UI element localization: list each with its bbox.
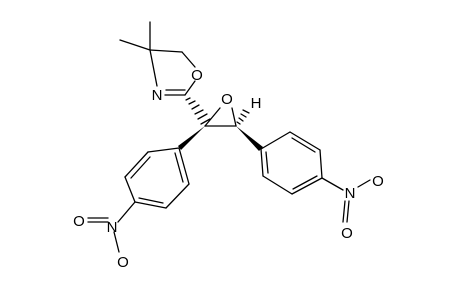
right-nitrophenyl [260, 131, 371, 223]
wedge-bond-left-aryl [178, 126, 205, 150]
hashed-bond-oxazoline [185, 97, 211, 125]
bond-o1-c2 [184, 80, 196, 96]
epoxide-ring [178, 97, 263, 151]
atom-epoxide-h: H [251, 95, 262, 112]
atom-right-nitro-o-top: O [372, 173, 384, 190]
bond-n3-c4 [149, 49, 158, 87]
atom-right-nitro-n: N [345, 185, 356, 202]
atom-oxazoline-n: N [152, 87, 163, 104]
bond-c5-o1 [181, 51, 196, 68]
atom-left-nitro-n: N [107, 219, 118, 236]
atom-oxazoline-o: O [191, 67, 203, 84]
bond-c4-c5 [149, 49, 183, 53]
bond-ca-oep [204, 107, 221, 127]
left-nitrophenyl [87, 147, 190, 253]
atom-left-nitro-o-bottom: O [117, 254, 129, 271]
bond-methyl-1 [119, 39, 151, 51]
atom-labels: O N O H N O O N O O [73, 67, 384, 271]
oxazoline-ring [119, 21, 196, 96]
atom-epoxide-o: O [221, 91, 233, 108]
atom-right-nitro-o-bottom: O [341, 225, 353, 242]
bond-oep-cb [231, 107, 237, 127]
wedge-bond-right-aryl [236, 126, 263, 151]
hashed-bond-h [236, 109, 250, 125]
atom-left-nitro-o-top: O [73, 213, 85, 230]
